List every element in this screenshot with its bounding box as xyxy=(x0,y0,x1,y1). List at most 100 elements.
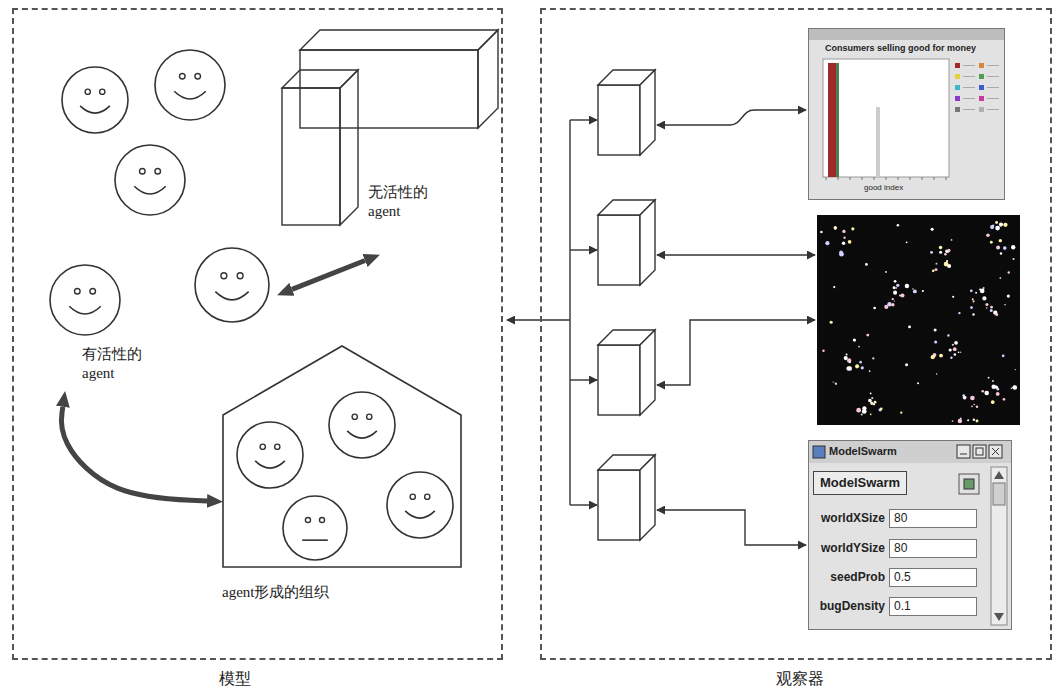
agent-dot xyxy=(972,313,974,315)
axis-tick xyxy=(862,177,863,180)
agent-dot xyxy=(936,373,938,375)
field-value: 80 xyxy=(889,539,977,558)
face-eye xyxy=(237,273,243,279)
agent-dot xyxy=(871,397,873,399)
agent-dot xyxy=(990,309,993,312)
agent-dot xyxy=(872,357,874,359)
face-eye xyxy=(352,414,357,419)
probe-wire xyxy=(657,254,815,255)
legend-chip xyxy=(979,63,984,68)
agent-dot xyxy=(880,407,883,410)
agent-dot xyxy=(870,393,872,395)
agent-dot xyxy=(960,352,961,353)
agent-dot xyxy=(980,289,985,294)
agent-dot xyxy=(991,384,996,389)
text-slot: 无活性的 agent xyxy=(368,183,440,221)
bus-branch xyxy=(570,119,597,120)
agent-dot xyxy=(905,363,908,366)
field-value: 0.5 xyxy=(889,568,977,587)
field-name: seedProb xyxy=(809,570,885,585)
agent-dot xyxy=(931,355,935,359)
face-eye xyxy=(195,73,201,79)
agent-dot xyxy=(953,347,957,351)
agent-dot xyxy=(917,382,919,384)
agent-dot xyxy=(991,400,995,404)
text-slot: 观察器 xyxy=(776,669,824,689)
face-mouth xyxy=(80,106,110,113)
agent-dot xyxy=(958,419,962,423)
text-slot: agent形成的组织 xyxy=(222,583,329,602)
text-slot: seedProb xyxy=(809,570,885,585)
simulation-ground xyxy=(817,215,1020,425)
agent-face xyxy=(155,50,225,120)
agent-dot xyxy=(905,284,909,288)
agent-dot xyxy=(893,286,896,289)
agent-dot xyxy=(970,289,973,292)
field-value: 80 xyxy=(889,509,977,528)
agent-dot xyxy=(951,239,953,241)
legend-chip xyxy=(955,96,960,101)
legend-chip xyxy=(979,107,984,112)
cube-symbol xyxy=(598,200,655,285)
agent-dot xyxy=(855,364,859,368)
legend-chip xyxy=(955,107,960,112)
face-outline xyxy=(195,248,269,322)
scroll-arrow xyxy=(994,471,1004,479)
agent-dot xyxy=(833,286,835,288)
agent-dot xyxy=(990,306,993,309)
agent-dot xyxy=(1012,258,1014,260)
agent-dot xyxy=(842,230,845,233)
face-mouth xyxy=(302,539,328,541)
probe-wire xyxy=(657,110,806,125)
face-eye xyxy=(180,73,186,79)
agent-dot xyxy=(975,292,977,294)
face-outline xyxy=(387,472,453,538)
text-slot: 80 xyxy=(889,539,977,558)
chart-window: Consumers selling good for moneygood ind… xyxy=(808,28,1005,200)
agent-dot xyxy=(848,240,852,244)
face-mouth xyxy=(215,292,248,300)
agent-dot xyxy=(1011,387,1013,389)
agent-dot xyxy=(906,241,908,243)
agent-dot xyxy=(913,289,917,293)
face-outline xyxy=(115,145,185,215)
legend-dash xyxy=(987,87,999,88)
agent-dot xyxy=(984,391,989,396)
cube-top xyxy=(300,30,498,50)
agent-dot xyxy=(878,408,881,411)
agent-face xyxy=(387,472,453,538)
house-drawing xyxy=(222,345,462,615)
agent-dot xyxy=(996,246,1000,250)
organization-label: agent形成的组织 xyxy=(222,583,329,602)
axis-tick xyxy=(838,177,839,180)
agent-dot xyxy=(849,361,851,363)
agent-dot xyxy=(1004,304,1005,305)
probe-wire xyxy=(657,320,815,385)
face-outline xyxy=(50,265,120,335)
agent-dot xyxy=(844,356,848,360)
button-glyph xyxy=(960,454,967,455)
face-mouth xyxy=(255,461,285,468)
face-eye xyxy=(260,444,265,449)
agent-dot xyxy=(939,251,942,254)
bar xyxy=(828,63,836,177)
agent-dot xyxy=(967,419,969,421)
agent-dot xyxy=(851,227,854,230)
agent-dot xyxy=(912,288,914,290)
agent-dot xyxy=(846,366,851,371)
text-slot: ModelSwarm xyxy=(813,471,907,495)
agent-dot xyxy=(1003,223,1007,227)
plot-area xyxy=(823,59,949,177)
axis-tick xyxy=(874,177,875,180)
text-slot: worldYSize xyxy=(809,541,885,556)
title-bar xyxy=(809,29,1004,40)
agent-dot xyxy=(853,338,856,341)
text-slot: good index xyxy=(864,183,903,193)
model-panel: 模型无活性的 agent有活性的 agentagent形成的组织 xyxy=(12,8,503,660)
cube-side xyxy=(640,70,655,155)
panel-caption: 观察器 xyxy=(776,669,824,689)
agent-dot xyxy=(995,226,1000,231)
face-outline xyxy=(329,392,395,458)
observer-panel: 观察器Consumers selling good for moneygood … xyxy=(540,8,1052,660)
scroll-arrow xyxy=(994,613,1004,621)
